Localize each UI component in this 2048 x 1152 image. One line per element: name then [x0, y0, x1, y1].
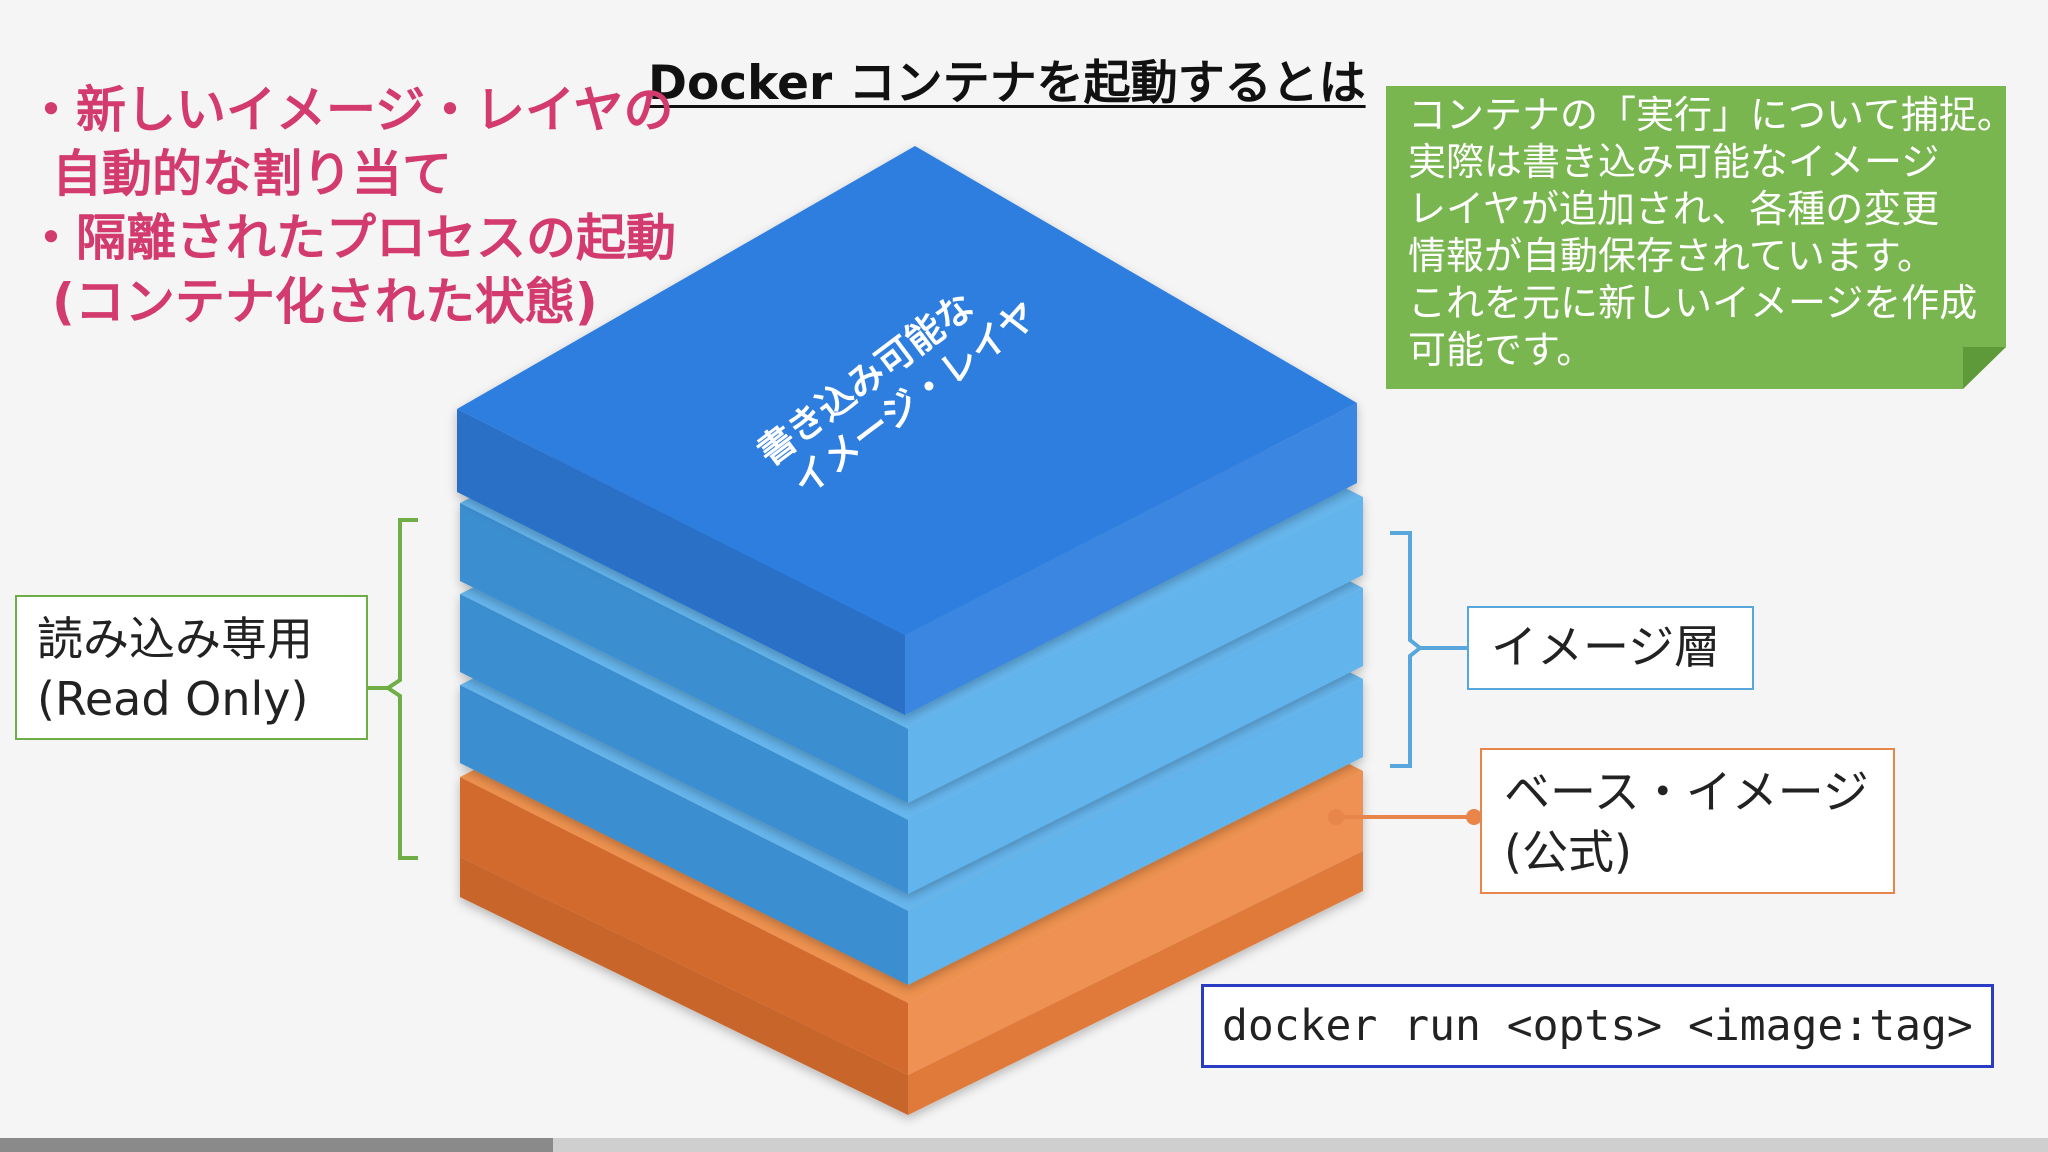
base-image-connector-dot-right [1466, 809, 1482, 825]
image-layer-3-side-face [908, 679, 1363, 985]
note-line: レイヤが追加され、各種の変更 [1408, 187, 1940, 231]
image-layer-3-front-face [460, 685, 908, 985]
writable-layer-top-face [457, 146, 1357, 635]
writable-layer: 書き込み可能な イメージ・レイヤ [457, 146, 1357, 715]
bullet-item: ・隔離されたプロセスの起動 [26, 209, 676, 267]
sticky-note-text: コンテナの「実行」について捕捉。 実際は書き込み可能なイメージ レイヤが追加され… [1408, 92, 2015, 374]
base-image-label-line2: (公式) [1504, 825, 1632, 879]
image-layer-1-side-face [908, 497, 1363, 803]
base-image-connector-dot-left [1328, 809, 1344, 825]
note-line: これを元に新しいイメージを作成 [1408, 281, 1978, 325]
bullet-item: ・新しいイメージ・レイヤの [26, 81, 674, 139]
base-image-label-box: ベース・イメージ (公式) [1480, 748, 1895, 894]
image-layer-label-box: イメージ層 [1467, 606, 1754, 690]
image-layer-2-side-face [908, 588, 1363, 894]
image-layer-label: イメージ層 [1491, 620, 1721, 674]
readonly-label-box: 読み込み専用 (Read Only) [15, 595, 368, 740]
base-layer-side-band [908, 771, 1363, 1075]
note-line: 情報が自動保存されています。 [1408, 234, 1936, 278]
base-layer-front-band [460, 777, 908, 1075]
writable-layer-side-face [905, 403, 1357, 715]
base-layer-right-face [908, 851, 1363, 1115]
readonly-label-line1: 読み込み専用 [37, 612, 313, 666]
writable-layer-front-face [457, 409, 905, 715]
base-image-label-line1: ベース・イメージ [1504, 765, 1869, 819]
slide-title: Docker コンテナを起動するとは [648, 56, 1366, 111]
note-line: 実際は書き込み可能なイメージ [1408, 140, 1940, 184]
base-layer-left-face [460, 857, 908, 1115]
image-layer-bracket [1390, 531, 1424, 768]
video-progress-fill [0, 1138, 553, 1152]
readonly-bracket [384, 518, 418, 860]
note-line: コンテナの「実行」について捕捉。 [1408, 93, 2015, 137]
bullet-item-continued: 自動的な割り当て [52, 145, 452, 203]
image-layer-1-front-face [460, 503, 908, 803]
sticky-note [1386, 86, 2006, 389]
video-progress-bar[interactable] [0, 1138, 2048, 1152]
image-layer-2-front-face [460, 594, 908, 894]
note-line: 可能です。 [1408, 328, 1595, 372]
docker-command-box: docker run <opts> <image:tag> [1201, 984, 1994, 1068]
bullet-item-continued: (コンテナ化された状態) [52, 273, 598, 331]
bullet-list: ・新しいイメージ・レイヤの 自動的な割り当て ・隔離されたプロセスの起動 (コン… [26, 78, 676, 334]
readonly-label-line2: (Read Only) [37, 672, 309, 726]
